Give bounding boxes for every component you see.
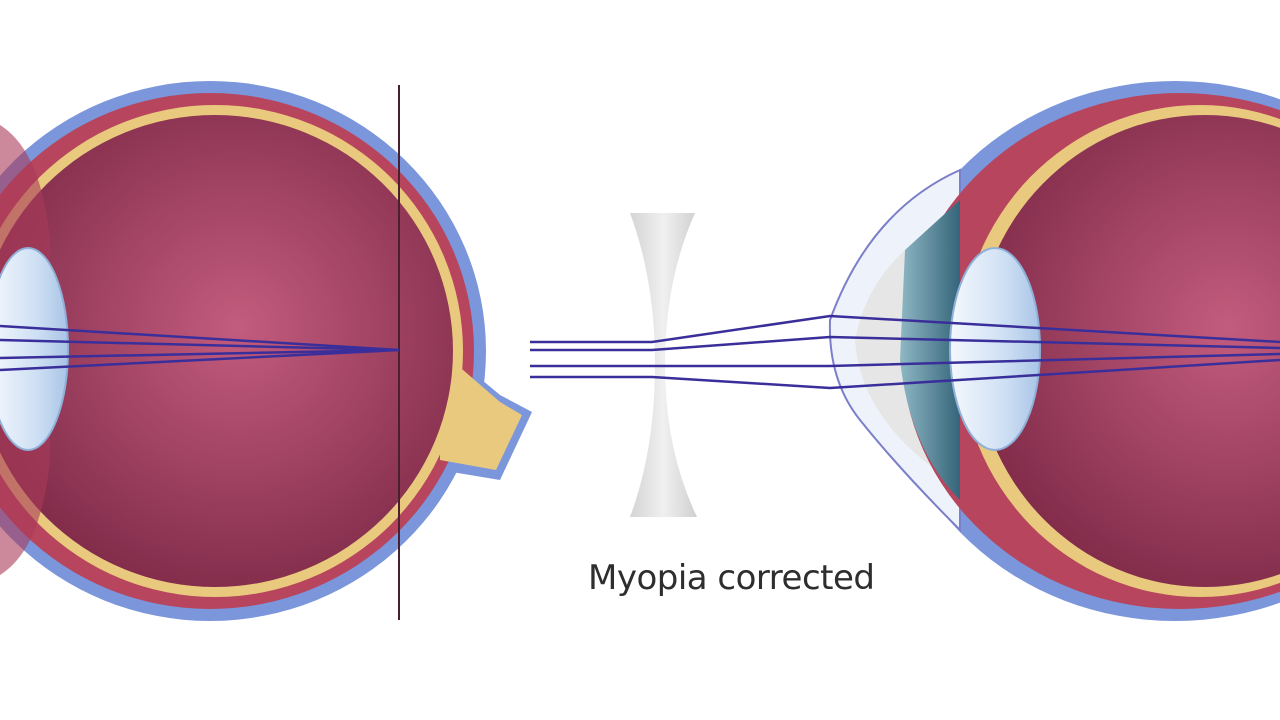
left-eye-illustration (0, 81, 532, 621)
vitreous-body (975, 115, 1280, 587)
crystalline-lens (0, 247, 69, 451)
light-rays-focus (0, 324, 400, 372)
diagram-caption: Myopia corrected (588, 558, 875, 598)
vitreous-body (0, 115, 453, 587)
right-eye-illustration (828, 81, 1280, 621)
iris (900, 200, 960, 500)
crystalline-lens (949, 247, 1041, 451)
light-rays-corrected (530, 314, 1280, 390)
